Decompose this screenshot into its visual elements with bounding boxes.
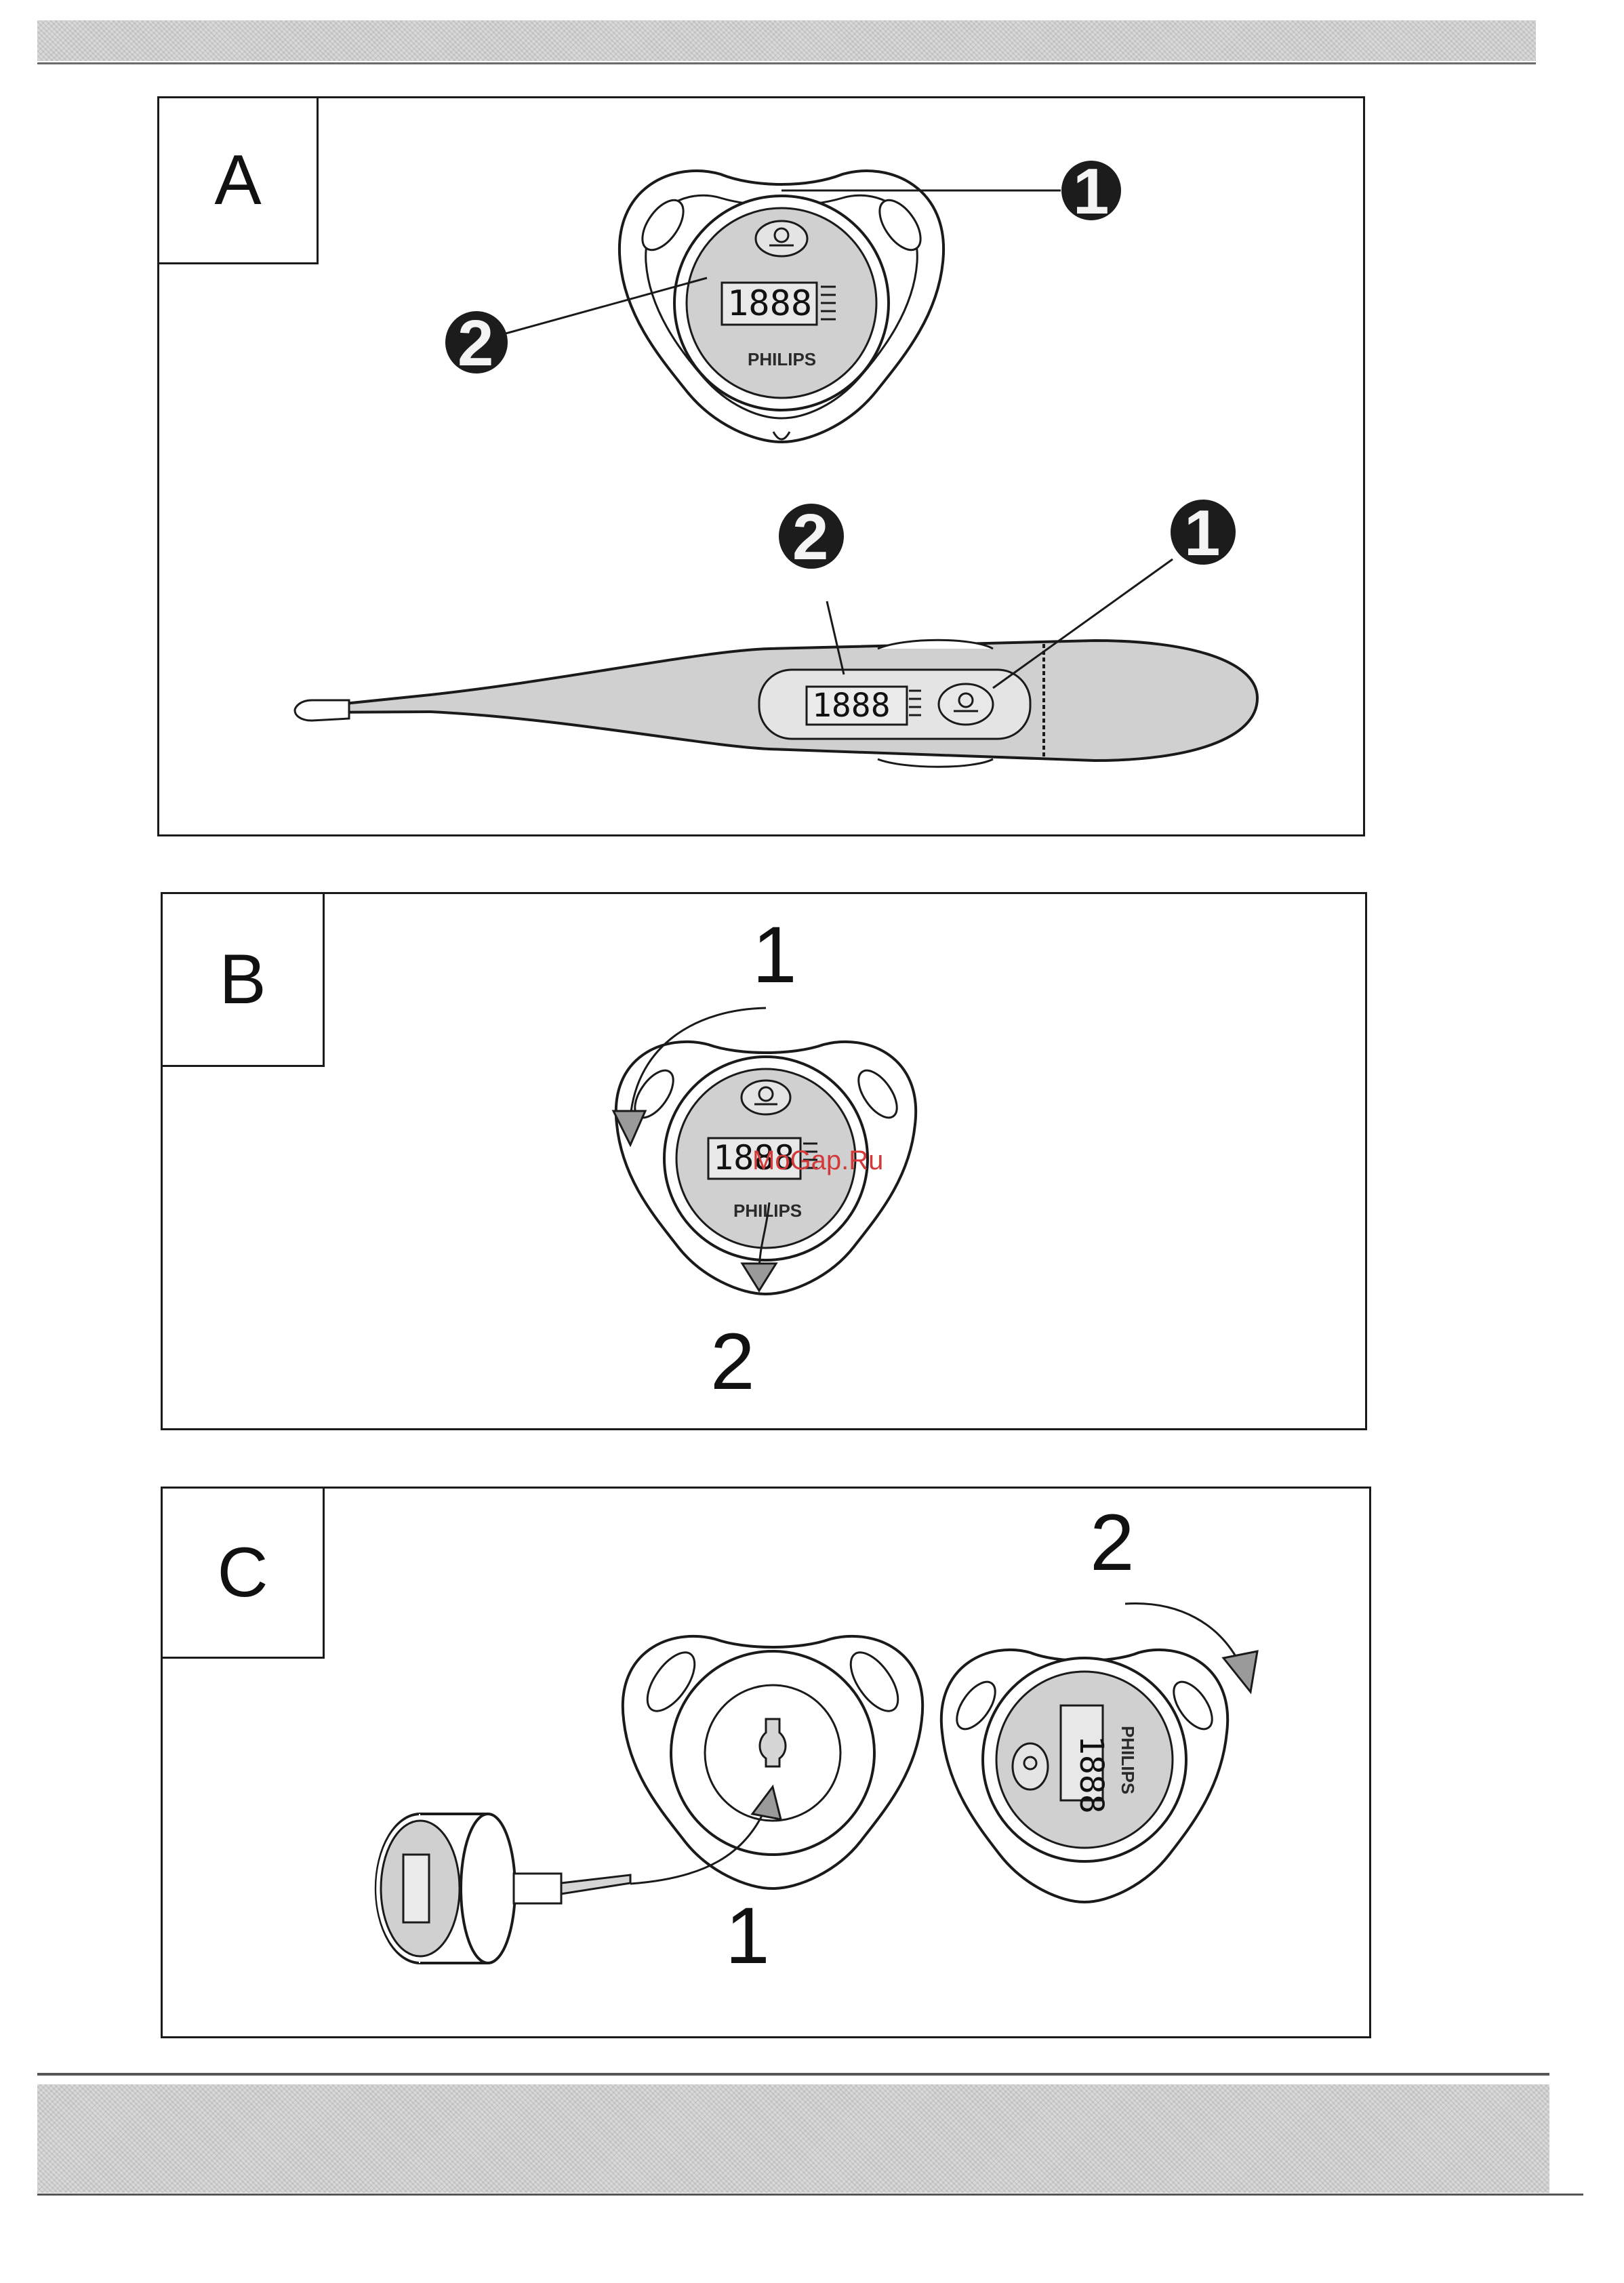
callout-number-1b: 1 bbox=[1184, 497, 1220, 569]
pacifier-c-display: 1888 bbox=[1072, 1735, 1110, 1814]
rotate-arrowhead-c2 bbox=[1223, 1651, 1257, 1692]
bottom-scan-band bbox=[37, 2084, 1549, 2193]
thermometer-puck bbox=[375, 1814, 630, 1963]
empty-shield bbox=[623, 1636, 922, 1888]
top-scan-band bbox=[37, 20, 1536, 61]
pacifier-a-brand: PHILIPS bbox=[748, 349, 816, 369]
callout-number-2a: 2 bbox=[458, 307, 493, 380]
stick-display: 1888 bbox=[812, 687, 891, 725]
bottom-rule-2 bbox=[37, 2194, 1583, 2196]
step-number-c1: 1 bbox=[725, 1891, 770, 1981]
step-number-c2: 2 bbox=[1090, 1498, 1135, 1588]
callout-number-2b: 2 bbox=[792, 501, 828, 573]
watermark-text: MoGap.Ru bbox=[752, 1146, 883, 1176]
bottom-rule bbox=[37, 2073, 1549, 2076]
panel-a-illustration: 1888 PHILIPS 1 2 1888 bbox=[159, 98, 1363, 834]
callout-number-1a: 1 bbox=[1073, 155, 1109, 228]
stick-thermometer: 1888 bbox=[295, 640, 1257, 767]
panel-c-illustration: 2 1 bbox=[163, 1489, 1369, 2036]
pacifier-c: 1888 PHILIPS bbox=[941, 1650, 1227, 1902]
figure-panel-c: C 2 1 bbox=[161, 1487, 1371, 2038]
step-number-b2: 2 bbox=[710, 1317, 755, 1407]
pacifier-a-display: 1888 bbox=[727, 283, 812, 324]
step-number-b1: 1 bbox=[752, 910, 797, 1000]
pacifier-a: 1888 PHILIPS bbox=[620, 171, 943, 442]
pacifier-c-brand: PHILIPS bbox=[1118, 1726, 1138, 1794]
figure-panel-a: A 1888 PHILIPS 1 2 bbox=[157, 96, 1365, 836]
top-rule bbox=[37, 62, 1536, 64]
